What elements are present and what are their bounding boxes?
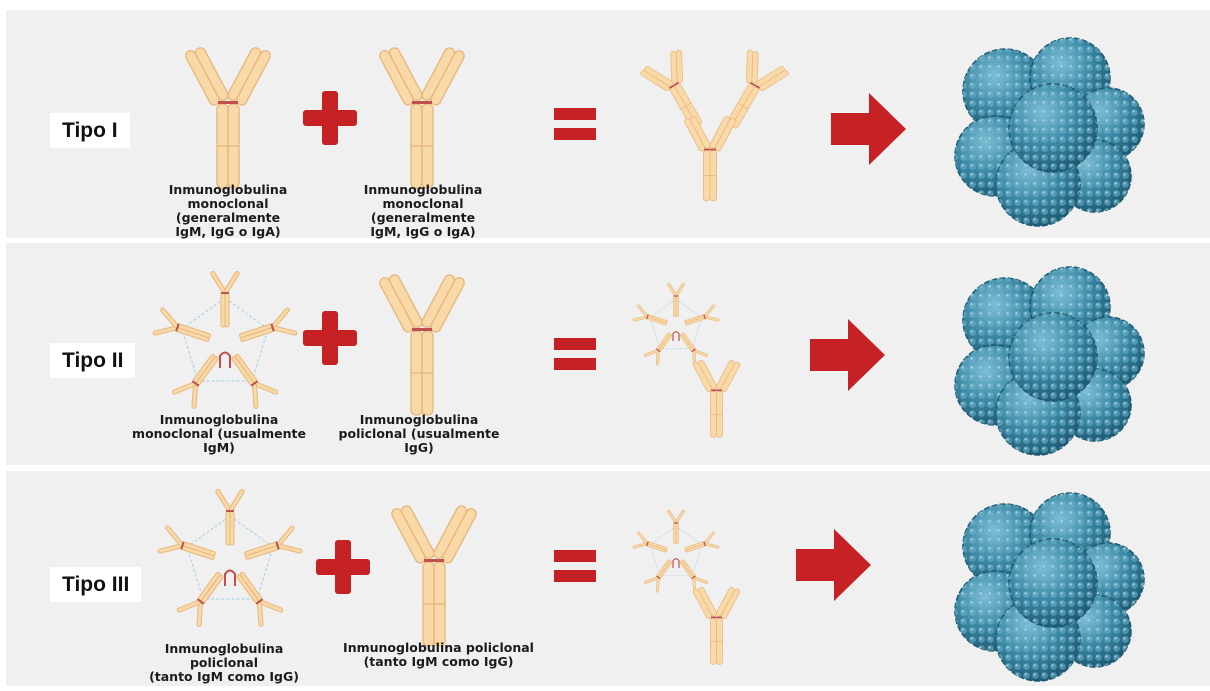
plus-icon	[316, 540, 370, 594]
equals-icon	[554, 550, 596, 584]
row-tipo-iii: Tipo III Inmunoglobulina policlonal(tant…	[6, 471, 1210, 686]
caption-right: Inmunoglobulina policlonal(tanto IgM com…	[341, 641, 536, 669]
cross-linked-antibodies-icon	[628, 50, 798, 210]
igg-antibody-icon	[178, 40, 278, 190]
row-label: Tipo II	[50, 343, 135, 378]
arrow-right-icon	[831, 93, 906, 165]
immune-complex-icon	[950, 265, 1150, 455]
arrow-right-icon	[810, 319, 885, 391]
igm-pentamer-icon	[155, 481, 305, 631]
immune-complex-icon	[950, 491, 1150, 681]
row-label: Tipo III	[50, 567, 141, 602]
igg-antibody-icon	[372, 267, 472, 417]
caption-left: Inmunoglobulina policlonal(tanto IgM com…	[129, 642, 319, 684]
immune-complex-icon	[950, 36, 1150, 226]
equals-icon	[554, 338, 596, 372]
igm-pentamer-icon	[150, 263, 300, 413]
igg-antibody-icon	[372, 40, 472, 190]
arrow-right-icon	[796, 529, 871, 601]
row-label: Tipo I	[50, 113, 130, 148]
igm-igg-complex-icon	[631, 505, 771, 665]
igg-antibody-icon	[384, 498, 484, 648]
plus-icon	[303, 91, 357, 145]
equals-icon	[554, 108, 596, 142]
igm-igg-complex-icon	[631, 278, 771, 438]
plus-icon	[303, 311, 357, 365]
